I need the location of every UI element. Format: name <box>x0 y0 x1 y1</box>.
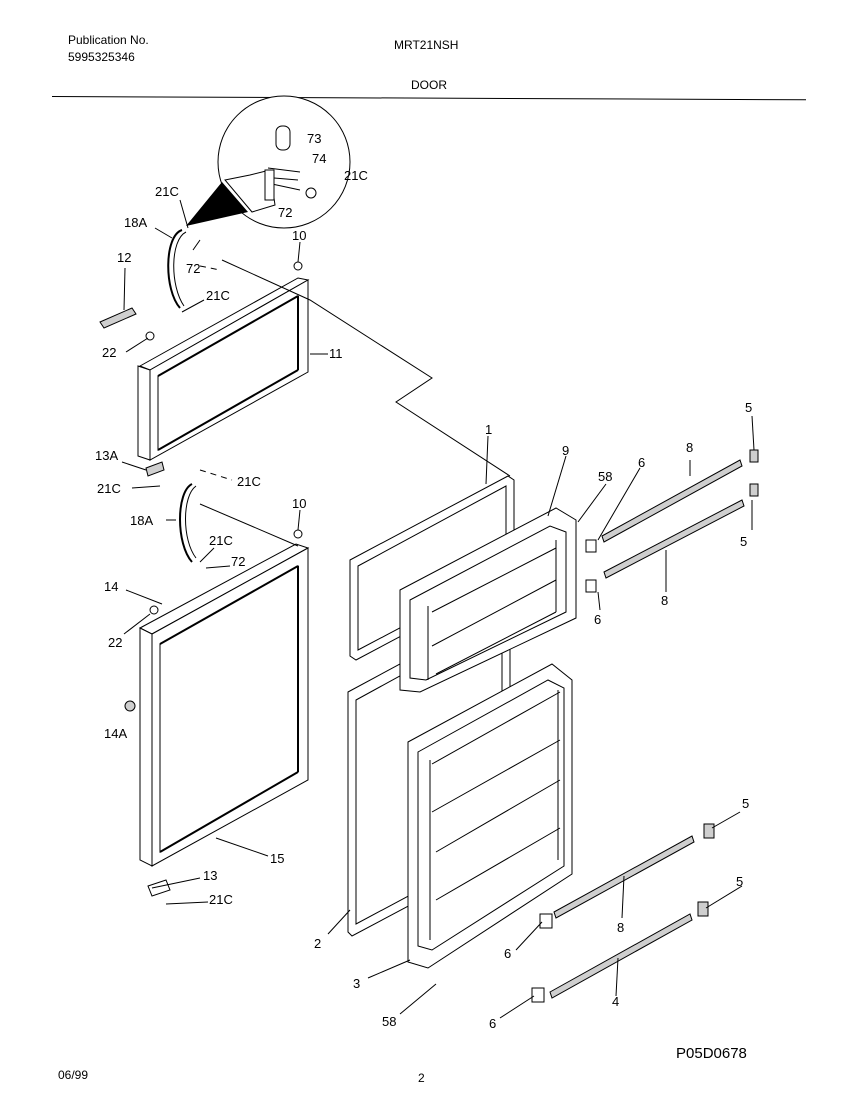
callout-3: 3 <box>353 976 360 991</box>
callout-8-c: 8 <box>617 920 624 935</box>
callout-6-a: 6 <box>638 455 645 470</box>
callout-58-a: 58 <box>598 469 612 484</box>
diagram-code: P05D0678 <box>676 1045 747 1062</box>
callout-13: 13 <box>203 868 217 883</box>
shelf-clips <box>531 449 759 1003</box>
callout-10-b: 10 <box>292 496 306 511</box>
callout-6-b: 6 <box>594 612 601 627</box>
model-number: MRT21NSH <box>394 38 459 52</box>
page-number: 2 <box>418 1071 425 1085</box>
callout-5-a: 5 <box>745 400 752 415</box>
callout-4: 4 <box>612 994 619 1009</box>
callout-21c-detail: 21C <box>344 168 368 183</box>
callout-11: 11 <box>329 346 343 361</box>
freezer-door-panel <box>137 277 310 461</box>
callout-72-a: 72 <box>186 261 200 276</box>
shelf-bars <box>549 459 745 999</box>
fresh-food-inner-liner <box>407 663 573 969</box>
callout-74: 74 <box>312 151 326 166</box>
callout-14: 14 <box>104 579 118 594</box>
callout-12: 12 <box>117 250 131 265</box>
callout-13a: 13A <box>95 448 118 463</box>
freezer-handle <box>167 229 183 309</box>
callout-72-detail: 72 <box>278 205 292 220</box>
callout-2: 2 <box>314 936 321 951</box>
callout-22-b: 22 <box>108 635 122 650</box>
callout-labels: 73 74 21C 72 21C 18A 72 10 12 21C 22 11 … <box>95 131 752 1031</box>
callout-21c-d: 21C <box>237 474 261 489</box>
fresh-food-handle <box>179 483 193 563</box>
callout-9: 9 <box>562 443 569 458</box>
callout-21c-f: 21C <box>209 892 233 907</box>
publication-label: Publication No. <box>68 33 149 47</box>
callout-21c-e: 21C <box>209 533 233 548</box>
callout-8-b: 8 <box>661 593 668 608</box>
callout-5-c: 5 <box>742 796 749 811</box>
leader-lines <box>121 199 755 1019</box>
callout-21c-a: 21C <box>155 184 179 199</box>
callout-5-d: 5 <box>736 874 743 889</box>
callout-21c-b: 21C <box>206 288 230 303</box>
callout-5-b: 5 <box>740 534 747 549</box>
detail-magnifier <box>186 95 351 229</box>
callout-58-b: 58 <box>382 1014 396 1029</box>
callout-18a-a: 18A <box>124 215 147 230</box>
callout-6-c: 6 <box>504 946 511 961</box>
fresh-food-door-panel <box>138 543 310 867</box>
trim-12 <box>99 307 137 329</box>
callout-14a: 14A <box>104 726 127 741</box>
section-title: DOOR <box>411 78 447 92</box>
callout-22-a: 22 <box>102 345 116 360</box>
callout-10-a: 10 <box>292 228 306 243</box>
callout-73: 73 <box>307 131 321 146</box>
callout-6-d: 6 <box>489 1016 496 1031</box>
freezer-inner-liner <box>399 507 577 693</box>
publication-number: 5995325346 <box>68 50 135 64</box>
callout-72-b: 72 <box>231 554 245 569</box>
callout-18a-b: 18A <box>130 513 153 528</box>
callout-1: 1 <box>485 422 492 437</box>
footer-date: 06/99 <box>58 1068 89 1082</box>
callout-8-a: 8 <box>686 440 693 455</box>
callout-21c-c: 21C <box>97 481 121 496</box>
callout-15: 15 <box>270 851 284 866</box>
